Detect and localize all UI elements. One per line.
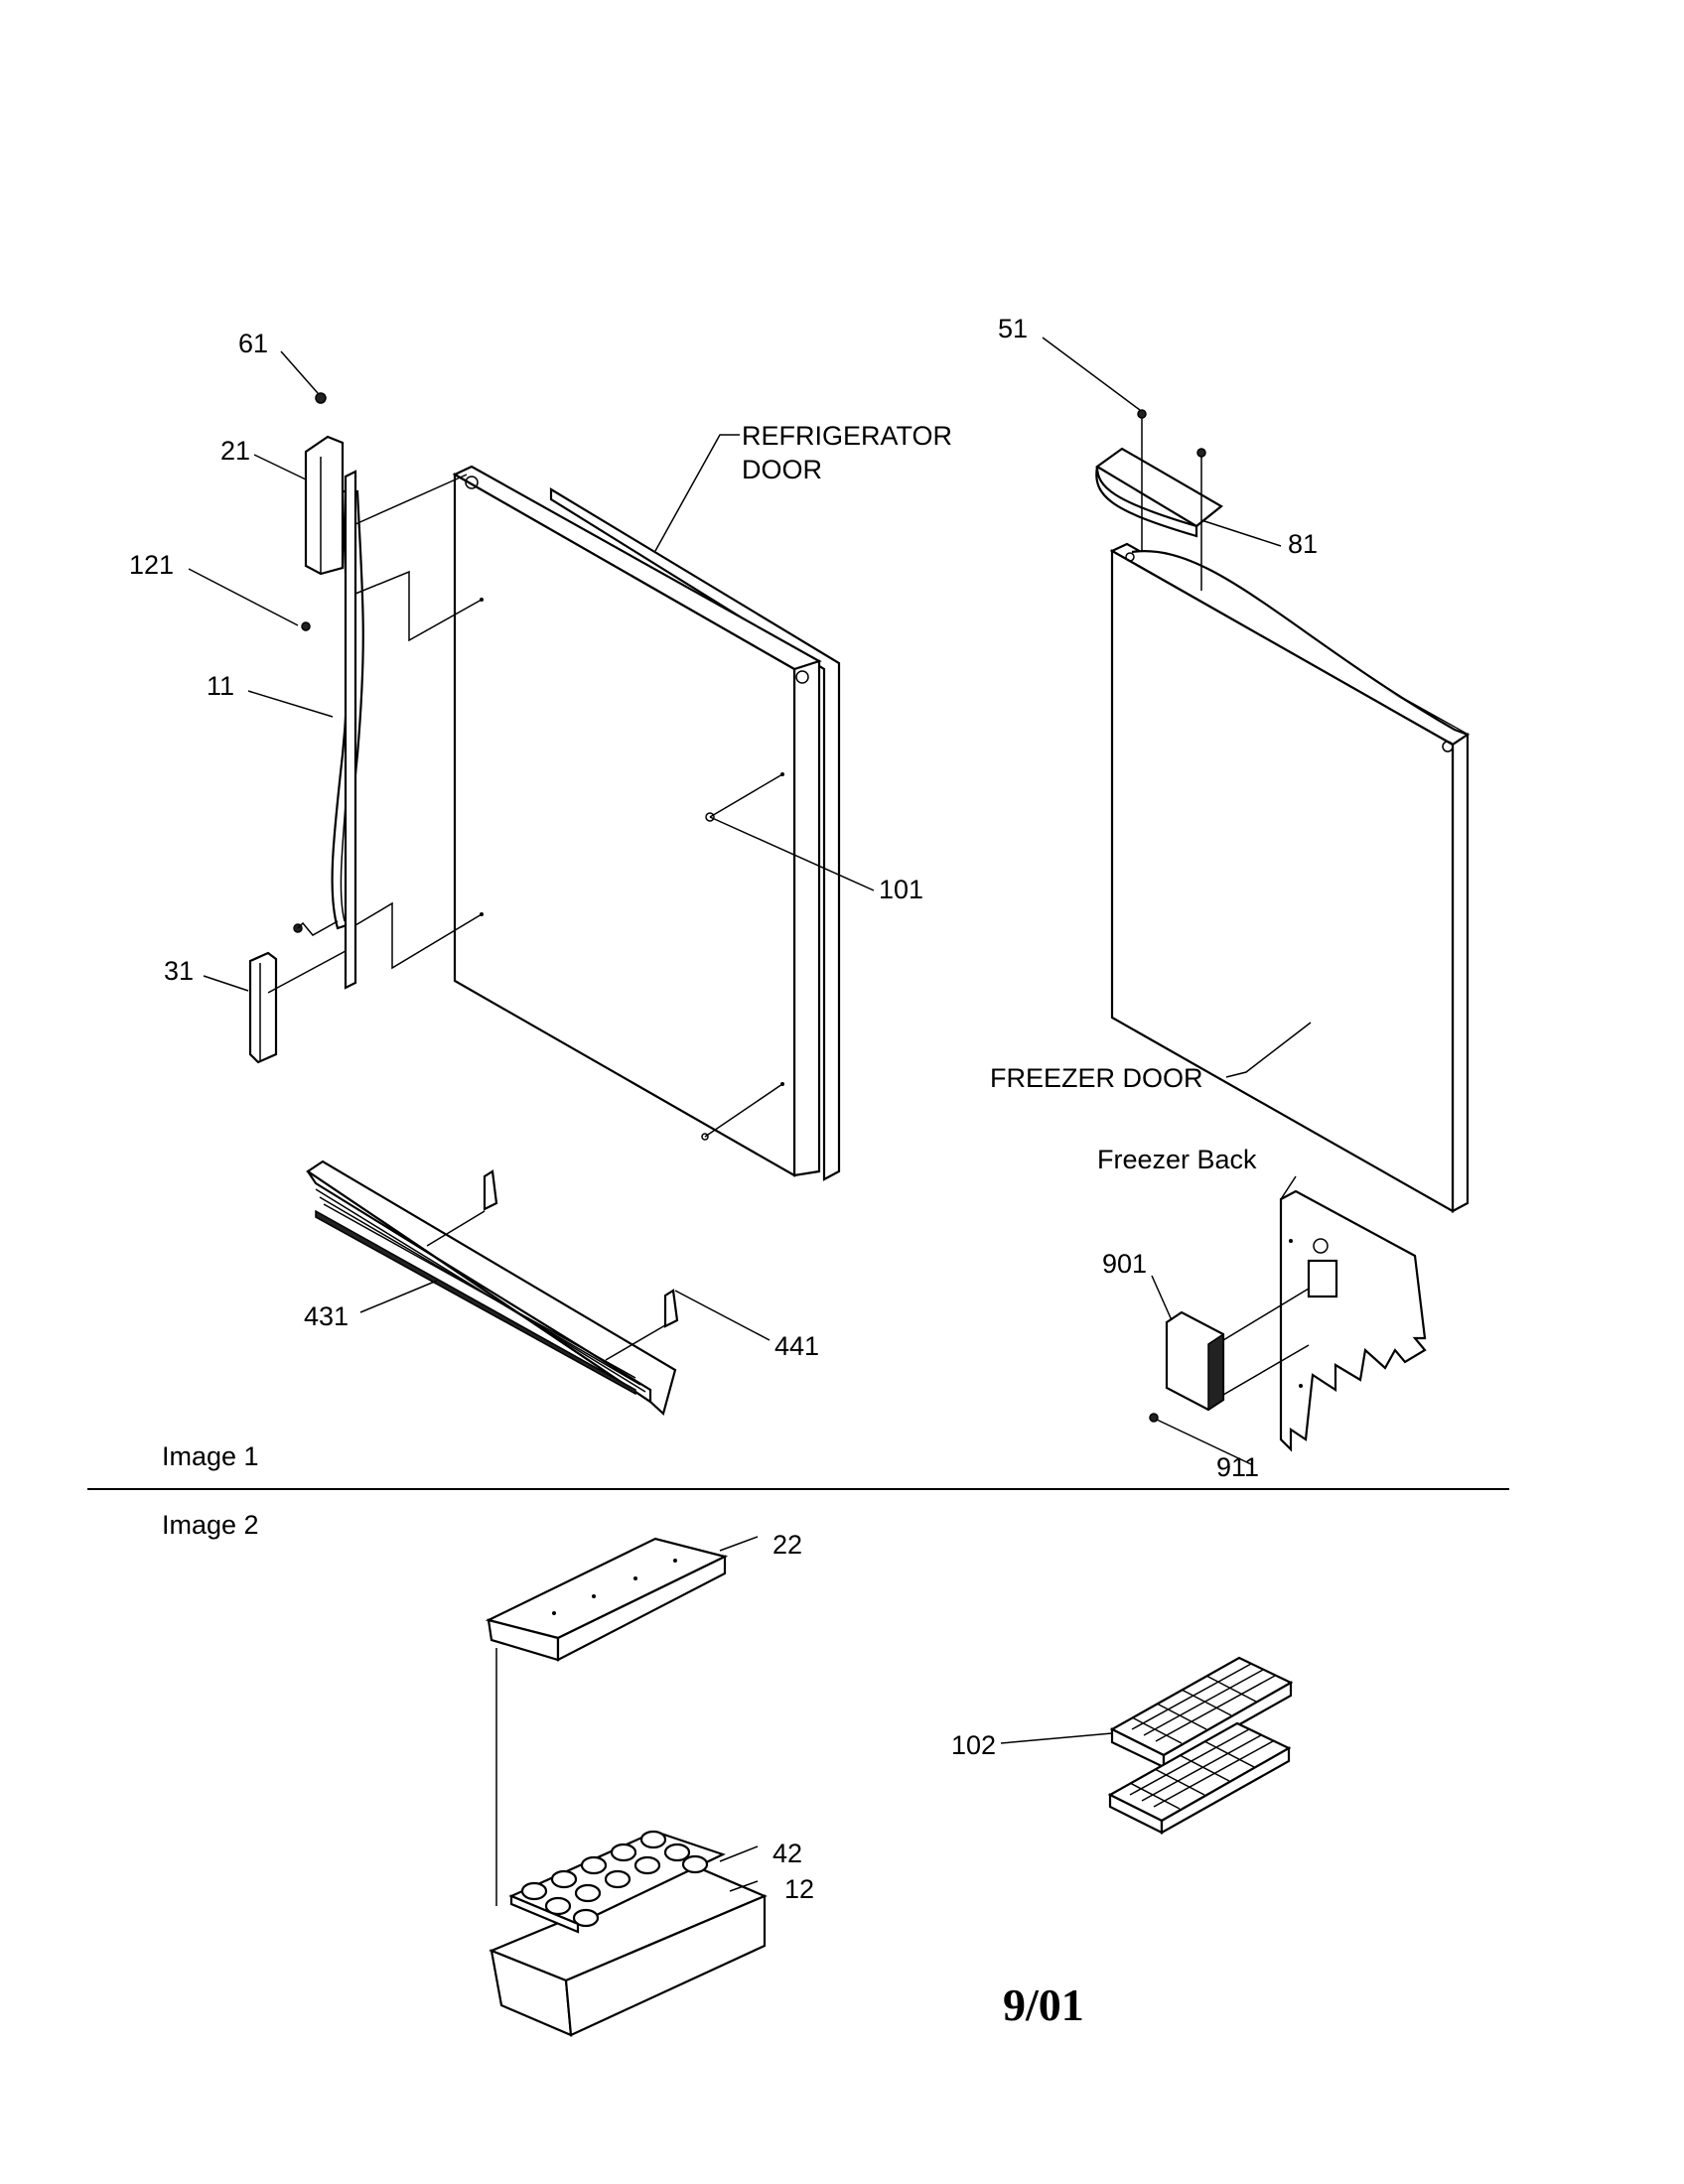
label-101: 101: [879, 875, 923, 904]
section-label-image-2: Image 2: [162, 1510, 259, 1540]
label-refrigerator-door-1: REFRIGERATOR: [742, 421, 952, 451]
leader-lines: [188, 337, 1312, 1892]
refrigerator-door: [452, 465, 841, 1181]
label-refrigerator-door-2: DOOR: [742, 455, 822, 484]
base-grille: [306, 1160, 679, 1417]
label-51: 51: [998, 314, 1028, 343]
part-labels: 61 21 121 11 31 431 441 101 REFRIGERATOR…: [129, 314, 1318, 1904]
freezer-door: [1095, 409, 1471, 1213]
label-31: 31: [164, 956, 194, 986]
label-102: 102: [951, 1730, 996, 1760]
revision-date: 9/01: [1003, 1979, 1084, 2030]
label-freezer-door: FREEZER DOOR: [990, 1063, 1203, 1093]
label-freezer-back: Freezer Back: [1097, 1145, 1257, 1174]
label-441: 441: [774, 1331, 819, 1361]
ice-trays: [1107, 1656, 1294, 1835]
shelf: [485, 1537, 729, 1906]
label-81: 81: [1288, 529, 1318, 559]
label-61: 61: [238, 329, 268, 358]
label-12: 12: [784, 1874, 814, 1904]
egg-cups: [520, 1830, 709, 1928]
label-431: 431: [304, 1301, 349, 1331]
label-901: 901: [1102, 1249, 1147, 1279]
label-21: 21: [220, 436, 250, 466]
section-label-image-1: Image 1: [162, 1441, 259, 1471]
egg-tray-and-bin: [489, 1830, 768, 2037]
label-22: 22: [772, 1530, 802, 1560]
label-121: 121: [129, 550, 174, 580]
label-11: 11: [207, 671, 234, 701]
label-42: 42: [772, 1839, 802, 1868]
freezer-back-panel: [1149, 1189, 1427, 1452]
label-911: 911: [1216, 1452, 1259, 1482]
door-handle-assembly: [248, 392, 483, 1064]
